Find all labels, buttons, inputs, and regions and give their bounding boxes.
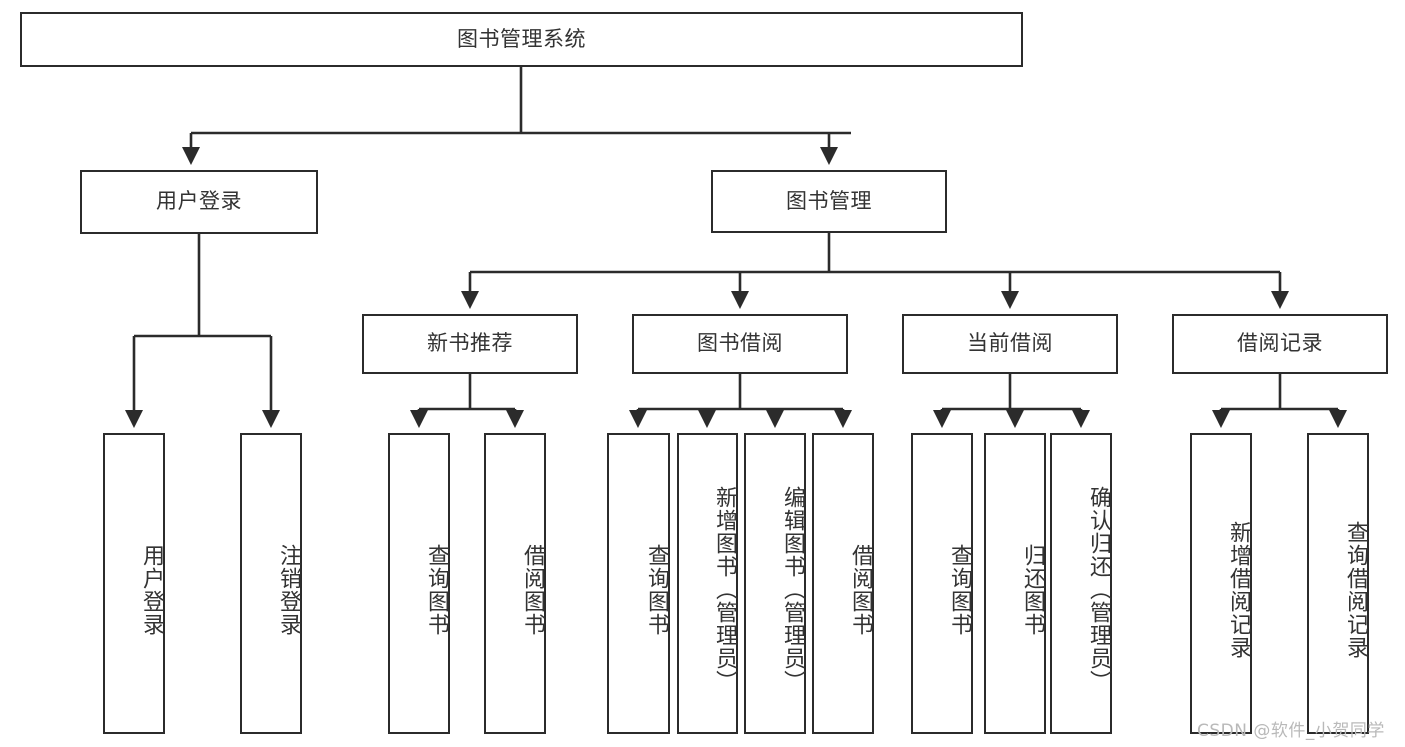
leaf-query-book-current-label: 查询图书 (947, 543, 972, 636)
node-book-manage-label: 图书管理 (786, 188, 872, 213)
node-new-book-recommend-label: 新书推荐 (427, 331, 513, 356)
edge-root-to-level2 (181, 67, 851, 166)
leaf-borrow-book-recommend[interactable]: 借阅图书 (484, 433, 546, 734)
leaf-query-book-borrow-label: 查询图书 (644, 543, 669, 636)
leaf-borrow-book[interactable]: 借阅图书 (812, 433, 874, 734)
edge-borrowrecord-to-leaves (1211, 374, 1348, 429)
leaf-user-logout-label: 注销登录 (276, 543, 301, 636)
node-current-borrow[interactable]: 当前借阅 (902, 314, 1118, 374)
leaf-return-book-label: 归还图书 (1020, 543, 1045, 636)
node-root[interactable]: 图书管理系统 (20, 12, 1023, 67)
leaf-query-book-recommend[interactable]: 查询图书 (388, 433, 450, 734)
leaf-query-book-recommend-label: 查询图书 (424, 543, 449, 636)
leaf-user-login[interactable]: 用户登录 (103, 433, 165, 734)
edge-userlogin-to-leaves (124, 234, 281, 429)
leaf-user-login-label: 用户登录 (139, 543, 164, 636)
leaf-borrow-book-recommend-label: 借阅图书 (520, 543, 545, 636)
leaf-return-book[interactable]: 归还图书 (984, 433, 1046, 734)
leaf-confirm-return-label: 确认归还（管理员） (1086, 486, 1111, 693)
node-borrow-record-label: 借阅记录 (1237, 331, 1323, 356)
node-user-login[interactable]: 用户登录 (80, 170, 318, 234)
leaf-edit-book[interactable]: 编辑图书（管理员） (744, 433, 806, 734)
csdn-watermark: CSDN @软件_小贺同学 (1197, 721, 1385, 741)
node-new-book-recommend[interactable]: 新书推荐 (362, 314, 578, 374)
leaf-query-book-current[interactable]: 查询图书 (911, 433, 973, 734)
leaf-edit-book-label: 编辑图书（管理员） (780, 486, 805, 693)
node-borrow-record[interactable]: 借阅记录 (1172, 314, 1388, 374)
leaf-confirm-return[interactable]: 确认归还（管理员） (1050, 433, 1112, 734)
leaf-borrow-book-label: 借阅图书 (848, 543, 873, 636)
leaf-query-book-borrow[interactable]: 查询图书 (607, 433, 670, 734)
leaf-add-book-label: 新增图书（管理员） (712, 486, 737, 693)
edge-bookborrow-to-leaves (628, 374, 853, 429)
edge-bookmanage-to-level3 (460, 233, 1290, 310)
leaf-add-borrow-record-label: 新增借阅记录 (1226, 520, 1251, 659)
edge-newbook-to-leaves (409, 374, 525, 429)
node-book-borrow-label: 图书借阅 (697, 331, 783, 356)
node-root-label: 图书管理系统 (457, 26, 586, 51)
node-book-manage[interactable]: 图书管理 (711, 170, 947, 233)
leaf-query-borrow-record-label: 查询借阅记录 (1343, 520, 1368, 659)
node-user-login-label: 用户登录 (156, 189, 242, 214)
leaf-query-borrow-record[interactable]: 查询借阅记录 (1307, 433, 1369, 734)
leaf-add-book[interactable]: 新增图书（管理员） (677, 433, 738, 734)
node-book-borrow[interactable]: 图书借阅 (632, 314, 848, 374)
leaf-user-logout[interactable]: 注销登录 (240, 433, 302, 734)
leaf-add-borrow-record[interactable]: 新增借阅记录 (1190, 433, 1252, 734)
node-current-borrow-label: 当前借阅 (967, 331, 1053, 356)
edge-currentborrow-to-leaves (932, 374, 1091, 429)
